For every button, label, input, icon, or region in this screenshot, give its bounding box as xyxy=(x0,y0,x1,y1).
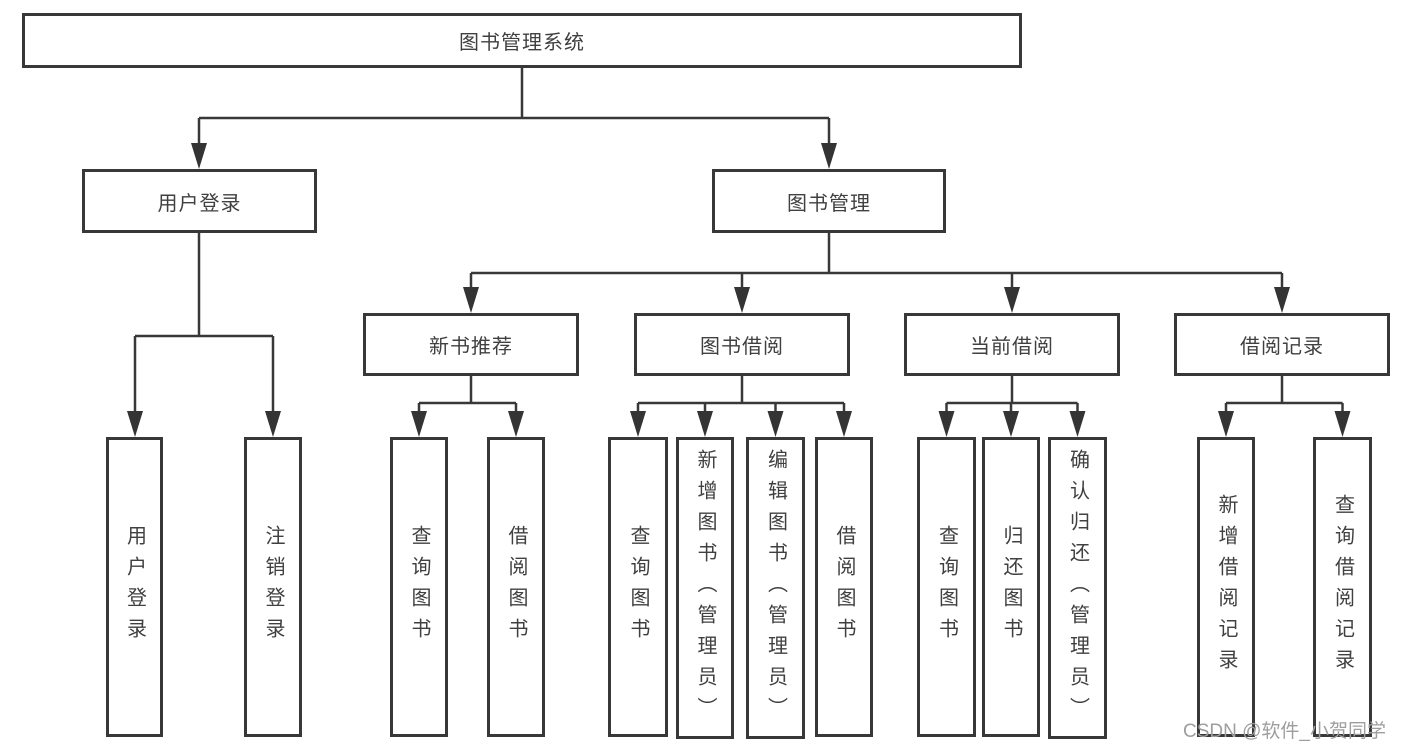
leaf-logout: 注销登录 xyxy=(244,437,302,737)
leaf-newrec-query-books: 查询图书 xyxy=(390,437,448,737)
leaf-borrowing-query-books: 查询图书 xyxy=(608,437,668,737)
leaf-borrowing-borrow-books: 借阅图书 xyxy=(815,437,873,737)
leaf-user-login: 用户登录 xyxy=(106,437,163,737)
node-borrowing-records: 借阅记录 xyxy=(1174,313,1390,376)
node-new-book-recommendation: 新书推荐 xyxy=(363,313,579,376)
leaf-newrec-borrow-books: 借阅图书 xyxy=(487,437,545,737)
node-book-borrowing: 图书借阅 xyxy=(634,313,850,376)
node-book-management-system: 图书管理系统 xyxy=(22,13,1022,68)
node-user-login: 用户登录 xyxy=(82,169,317,233)
leaf-borrowing-edit-books-admin: 编辑图书（管理员） xyxy=(746,437,805,739)
leaf-borrowing-add-books-admin: 新增图书（管理员） xyxy=(676,437,734,739)
node-current-borrowing: 当前借阅 xyxy=(904,313,1120,376)
leaf-current-confirm-return-admin: 确认归还（管理员） xyxy=(1048,437,1107,739)
leaf-current-return-books: 归还图书 xyxy=(982,437,1040,737)
leaf-records-query-record: 查询借阅记录 xyxy=(1313,437,1372,737)
leaf-records-add-record: 新增借阅记录 xyxy=(1197,437,1255,737)
node-book-management: 图书管理 xyxy=(712,169,946,233)
leaf-current-query-books: 查询图书 xyxy=(917,437,976,737)
watermark: CSDN @软件_小贺同学 xyxy=(1183,721,1386,742)
